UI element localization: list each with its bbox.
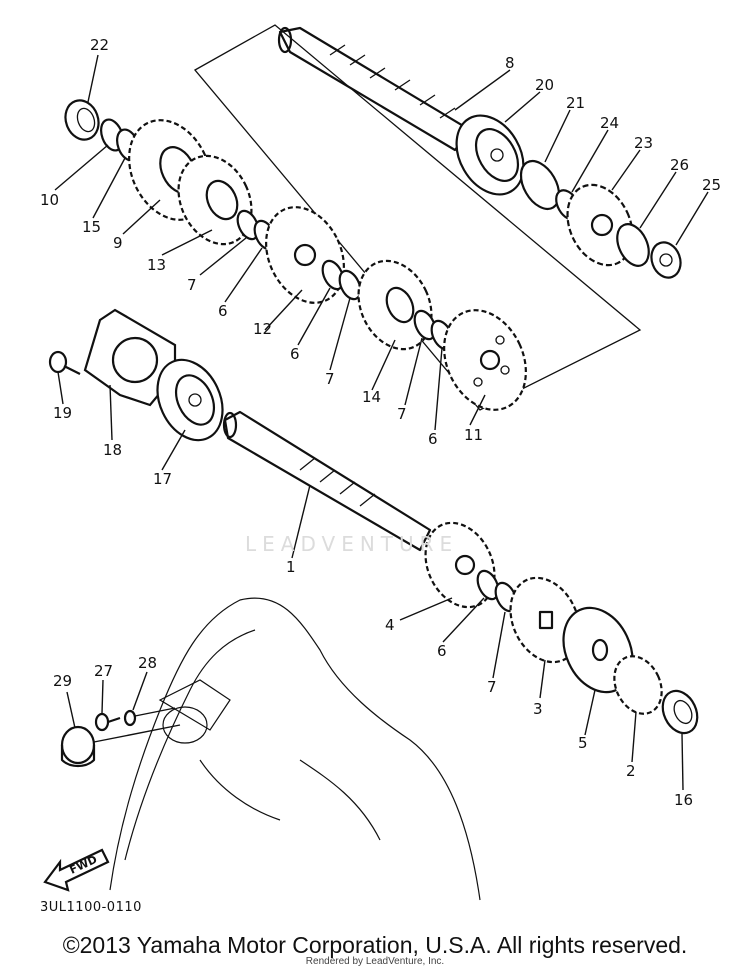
label-22: 22 <box>90 36 109 54</box>
label-6b: 6 <box>290 345 300 363</box>
label-17: 17 <box>153 470 172 488</box>
gear-3 <box>509 576 581 664</box>
assembly-line-27 <box>134 707 176 717</box>
label-8: 8 <box>505 54 515 72</box>
label-18: 18 <box>103 441 122 459</box>
label-23: 23 <box>634 134 653 152</box>
screw-19 <box>48 350 81 375</box>
nut-25 <box>650 241 682 279</box>
gear-12 <box>265 206 345 304</box>
label-26: 26 <box>670 156 689 174</box>
gear-4 <box>424 521 496 609</box>
label-2: 2 <box>626 762 636 780</box>
crankcase-outline <box>109 597 481 901</box>
label-7d: 7 <box>487 678 497 696</box>
forward-arrow: FWD <box>43 848 110 892</box>
label-27: 27 <box>94 662 113 680</box>
gear-13 <box>177 154 253 246</box>
washer-28 <box>123 709 137 727</box>
rendered-by-notice: Rendered by LeadVenture, Inc. <box>305 956 445 967</box>
label-5: 5 <box>578 734 588 752</box>
copyright-notice: ©2013 Yamaha Motor Corporation, U.S.A. A… <box>62 932 688 958</box>
label-4: 4 <box>385 616 395 634</box>
sprocket-23 <box>566 183 634 267</box>
main-axle-1 <box>222 410 432 552</box>
label-21: 21 <box>566 94 585 112</box>
label-11: 11 <box>464 426 483 444</box>
label-25: 25 <box>702 176 721 194</box>
circlip-6d <box>476 569 500 601</box>
bolt-27 <box>94 712 121 732</box>
label-13: 13 <box>147 256 166 274</box>
lock-washer-26 <box>616 223 650 267</box>
label-14: 14 <box>362 388 381 406</box>
cap-29 <box>60 725 96 768</box>
drive-axle <box>277 26 472 152</box>
drawing-code: 3UL1100-0110 <box>40 900 142 915</box>
gear-14 <box>357 259 433 351</box>
label-24: 24 <box>600 114 619 132</box>
label-9: 9 <box>113 234 123 252</box>
label-7a: 7 <box>187 276 197 294</box>
label-10: 10 <box>40 191 59 209</box>
label-7b: 7 <box>325 370 335 388</box>
washer-7b <box>338 269 362 301</box>
part-labels: 22 8 20 21 24 23 26 25 10 15 9 13 7 6 12… <box>40 36 721 809</box>
collar-21 <box>519 160 561 210</box>
assembly-line-29 <box>93 724 181 743</box>
bearing-22 <box>64 99 100 141</box>
label-6a: 6 <box>218 302 228 320</box>
bearing-16 <box>661 689 699 735</box>
label-19: 19 <box>53 404 72 422</box>
bearing-20 <box>455 114 525 196</box>
label-6d: 6 <box>437 642 447 660</box>
label-29: 29 <box>53 672 72 690</box>
washer-7a <box>236 209 260 241</box>
label-16: 16 <box>674 791 693 809</box>
leader-lines <box>54 54 709 791</box>
bearing-17 <box>156 358 224 442</box>
label-12: 12 <box>253 320 272 338</box>
gear-11 <box>443 309 527 411</box>
label-6c: 6 <box>428 430 438 448</box>
label-1: 1 <box>286 558 296 576</box>
watermark-text: LEADVENTURE <box>245 532 459 556</box>
label-7c: 7 <box>397 405 407 423</box>
label-20: 20 <box>535 76 554 94</box>
washer-7c <box>413 309 437 341</box>
circlip-6b <box>321 259 345 291</box>
label-28: 28 <box>138 654 157 672</box>
gear-2 <box>613 655 663 715</box>
label-15: 15 <box>82 218 101 236</box>
label-3: 3 <box>533 700 543 718</box>
